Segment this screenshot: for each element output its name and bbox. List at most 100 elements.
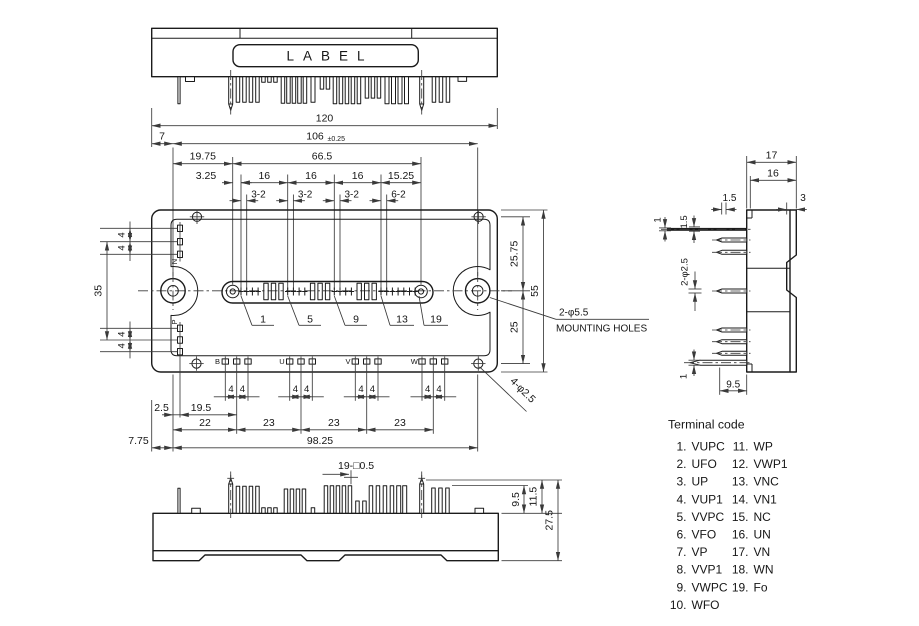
phase-label-u: U bbox=[279, 357, 284, 366]
terminal-name: VNC bbox=[754, 475, 780, 489]
corner-hole-callout: 4-φ2.5 bbox=[479, 366, 538, 412]
dim-120: 120 bbox=[316, 113, 334, 125]
phase-terminal-pads bbox=[221, 358, 449, 365]
terminal-num: 18. bbox=[732, 563, 749, 577]
terminal-name: WP bbox=[754, 440, 773, 454]
terminal-name: NC bbox=[754, 510, 772, 524]
mounting-hole-callout: 2-φ5.5 MOUNTING HOLES bbox=[489, 297, 649, 335]
n-terminal-label: N bbox=[170, 259, 179, 264]
dim-16-a: 16 bbox=[258, 170, 270, 182]
dim-35: 35 bbox=[93, 285, 105, 297]
pin-number-5: 5 bbox=[307, 313, 313, 325]
dim-66-5: 66.5 bbox=[312, 151, 333, 163]
front-view-inner-contour bbox=[170, 218, 491, 357]
terminal-num: 2. bbox=[676, 457, 686, 471]
terminal-name: VFO bbox=[692, 528, 717, 542]
dim-7: 7 bbox=[159, 131, 165, 143]
terminal-name: VN1 bbox=[754, 492, 778, 506]
terminal-num: 6. bbox=[676, 528, 686, 542]
terminal-num: 7. bbox=[676, 545, 686, 559]
pin-number-callouts: 1 5 9 13 19 bbox=[240, 295, 448, 326]
terminal-slot bbox=[221, 280, 434, 304]
terminal-name: VWP1 bbox=[754, 457, 788, 471]
dim-3-25: 3.25 bbox=[196, 170, 217, 182]
terminal-num: 14. bbox=[732, 492, 749, 506]
bottom-view-pins bbox=[177, 485, 485, 514]
terminal-name: WN bbox=[754, 563, 774, 577]
front-view-dims-left: 4 4 4 4 35 bbox=[93, 221, 178, 359]
side-view bbox=[661, 209, 797, 373]
terminal-num: 3. bbox=[676, 475, 686, 489]
dim-4-pb: 4 bbox=[117, 343, 128, 348]
terminal-name: VVPC bbox=[692, 510, 725, 524]
mounting-hole-left bbox=[160, 272, 186, 310]
dim-2-phi-2-5: 2-φ2.5 bbox=[680, 258, 691, 286]
dim-27-5: 27.5 bbox=[544, 510, 556, 531]
p-terminal-label: P bbox=[170, 319, 179, 324]
bottom-view-dims: 19-□0.5 9.5 11.5 27.5 bbox=[322, 460, 562, 562]
top-view-body bbox=[150, 27, 499, 78]
dim-4-u2: 4 bbox=[304, 384, 309, 395]
terminal-name: UP bbox=[692, 475, 709, 489]
dim-23-b: 23 bbox=[328, 417, 340, 429]
front-view-dims-bottom: 4 4 4 4 4 4 4 4 2.5 19.5 22 23 23 bbox=[128, 356, 479, 452]
dim-9-5-bottom: 9.5 bbox=[510, 492, 522, 507]
dim-9-5-side: 9.5 bbox=[726, 379, 740, 390]
dim-19-square: 19-□0.5 bbox=[338, 460, 374, 472]
dim-4-b1: 4 bbox=[228, 384, 233, 395]
dim-16-c: 16 bbox=[352, 170, 364, 182]
dim-1-5-left: 1.5 bbox=[679, 215, 690, 228]
terminal-num: 13. bbox=[732, 475, 749, 489]
phase-label-v: V bbox=[345, 357, 350, 366]
terminal-code: Terminal code 1. VUPC 2. UFO 3. UP 4. VU… bbox=[668, 418, 788, 612]
bottom-view-faston-right bbox=[419, 477, 425, 514]
dim-16-side: 16 bbox=[767, 167, 779, 179]
terminal-name: VWPC bbox=[692, 580, 728, 594]
terminal-name: VP bbox=[692, 545, 708, 559]
dim-3-2-c: 3-2 bbox=[345, 190, 360, 201]
terminal-num: 5. bbox=[676, 510, 686, 524]
label-text: LABEL bbox=[286, 48, 373, 63]
dim-7-75: 7.75 bbox=[128, 435, 149, 447]
dim-55: 55 bbox=[529, 285, 541, 297]
terminal-name: WFO bbox=[692, 598, 720, 612]
dim-4-nt: 4 bbox=[117, 232, 128, 237]
pin-number-1: 1 bbox=[260, 313, 266, 325]
corner-screw-bottom-left bbox=[189, 356, 204, 371]
dim-23-a: 23 bbox=[263, 417, 275, 429]
dim-4-nb: 4 bbox=[117, 245, 128, 250]
dim-4-w2: 4 bbox=[436, 384, 441, 395]
terminal-name: VN bbox=[754, 545, 771, 559]
top-view: LABEL bbox=[150, 27, 499, 115]
dim-6-2: 6-2 bbox=[391, 190, 406, 201]
terminal-name: UN bbox=[754, 528, 771, 542]
terminal-name: VVP1 bbox=[692, 563, 723, 577]
terminal-num: 10. bbox=[670, 598, 687, 612]
dim-19-5: 19.5 bbox=[191, 402, 212, 414]
corner-screw-top-left bbox=[189, 209, 205, 224]
terminal-num: 15. bbox=[732, 510, 749, 524]
terminal-name: UFO bbox=[692, 457, 717, 471]
dim-4-v1: 4 bbox=[358, 384, 363, 395]
terminal-name: Fo bbox=[754, 580, 768, 594]
dim-17: 17 bbox=[766, 149, 778, 161]
mounting-hole-size: 2-φ5.5 bbox=[559, 308, 589, 319]
slot-screw-left bbox=[225, 284, 240, 299]
dim-25-75: 25.75 bbox=[509, 241, 521, 267]
side-view-faston bbox=[689, 359, 748, 366]
dim-3-2-b: 3-2 bbox=[298, 190, 313, 201]
dim-98-25: 98.25 bbox=[307, 435, 333, 447]
corner-screw-top-right bbox=[471, 209, 486, 224]
terminal-num: 11. bbox=[733, 440, 749, 454]
side-view-body bbox=[746, 209, 791, 373]
dim-4-pt: 4 bbox=[117, 332, 128, 337]
dim-1-5-top: 1.5 bbox=[723, 193, 737, 204]
dim-4-b2: 4 bbox=[240, 384, 245, 395]
label-plate bbox=[232, 44, 420, 68]
dim-106: 106 bbox=[306, 131, 324, 143]
terminal-num: 8. bbox=[676, 563, 686, 577]
dim-4-w1: 4 bbox=[425, 384, 430, 395]
terminal-num: 1. bbox=[676, 440, 686, 454]
